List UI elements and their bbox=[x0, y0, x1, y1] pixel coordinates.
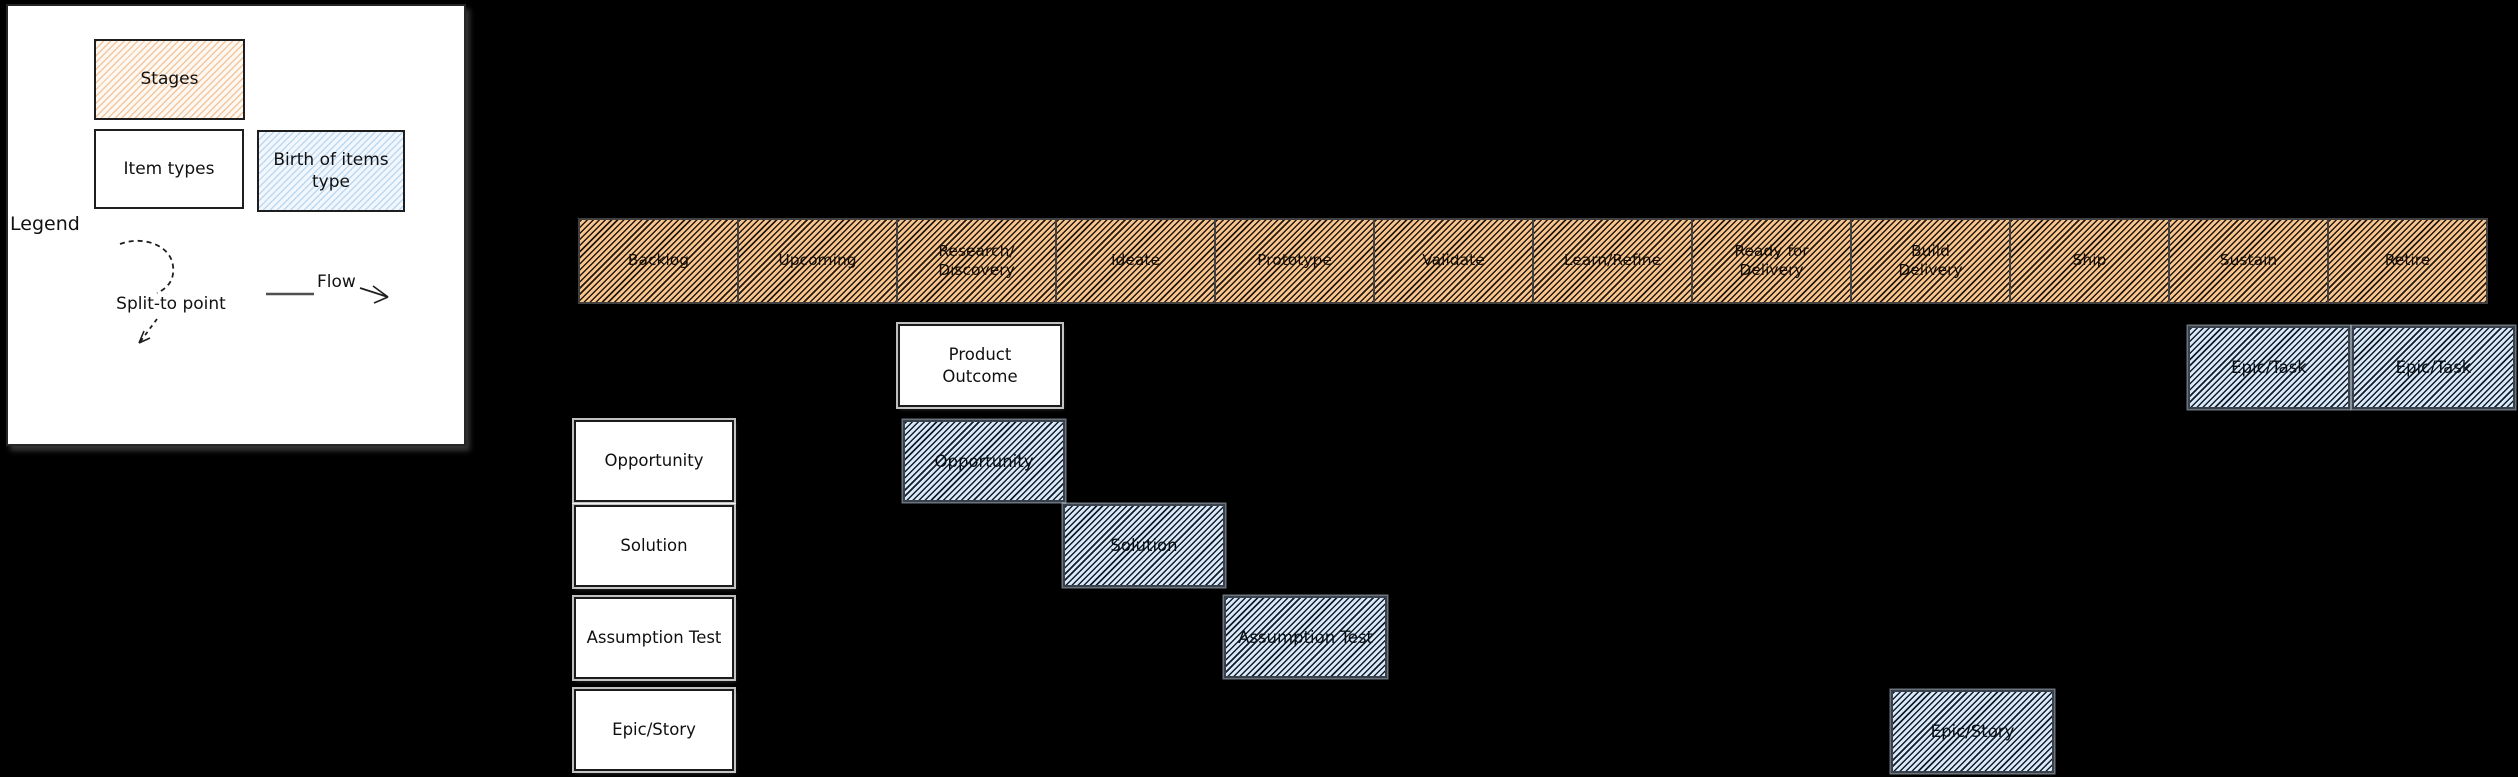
stage-ideate: Ideate bbox=[1055, 218, 1216, 304]
stage-build-delivery: Build Delivery bbox=[1850, 218, 2011, 304]
split-curve-icon bbox=[119, 239, 175, 294]
birth-box-solution: Solution bbox=[1063, 504, 1225, 587]
stage-retire: Retire bbox=[2327, 218, 2488, 304]
item-type-label-solution: Solution bbox=[574, 505, 734, 587]
birth-box-epic-story: Epic/Story bbox=[1891, 690, 2054, 773]
stage-prototype: Prototype bbox=[1214, 218, 1375, 304]
stage-upcoming: Upcoming bbox=[737, 218, 898, 304]
stage-label: Validate bbox=[1422, 251, 1485, 270]
legend-birth-box: Birth of items type bbox=[257, 130, 405, 212]
item-type-label-assumption-test: Assumption Test bbox=[574, 597, 734, 679]
stage-label: Research/ Discovery bbox=[938, 241, 1015, 279]
birth-box-epic-task-1: Epic/Task bbox=[2188, 326, 2350, 409]
item-type-label-epic-story: Epic/Story bbox=[574, 689, 734, 771]
birth-box-opportunity: Opportunity bbox=[903, 420, 1065, 502]
legend-panel: Stages Item types Birth of items type Le… bbox=[6, 4, 466, 446]
stage-label: Ideate bbox=[1110, 251, 1161, 270]
stage-row: Backlog Upcoming Research/ Discovery Ide… bbox=[578, 218, 2488, 304]
birth-box-assumption-test: Assumption Test bbox=[1224, 596, 1387, 678]
stage-label: Ready for Delivery bbox=[1734, 241, 1809, 279]
flow-label: Flow bbox=[317, 272, 356, 292]
legend-item-types-box: Item types bbox=[94, 129, 244, 209]
stage-label: Upcoming bbox=[778, 251, 857, 270]
split-to-point-label: Split-to point bbox=[116, 294, 226, 314]
stage-learn-refine: Learn/Refine bbox=[1532, 218, 1693, 304]
stage-label: Learn/Refine bbox=[1563, 251, 1662, 270]
legend-title: Legend bbox=[10, 213, 80, 235]
legend-item-types-label: Item types bbox=[123, 158, 215, 179]
flow-arrow-icon bbox=[266, 285, 389, 304]
stage-label: Backlog bbox=[627, 251, 690, 270]
stage-research-discovery: Research/ Discovery bbox=[896, 218, 1057, 304]
legend-stages-label: Stages bbox=[140, 69, 199, 90]
stage-label: Ship bbox=[2072, 251, 2107, 270]
legend-arrows-graphic bbox=[119, 239, 389, 344]
stage-label: Build Delivery bbox=[1898, 241, 1963, 279]
product-outcome-box: Product Outcome bbox=[898, 324, 1062, 407]
split-arrow-icon bbox=[138, 318, 158, 344]
birth-box-epic-task-2: Epic/Task bbox=[2352, 326, 2515, 409]
stage-label: Sustain bbox=[2219, 251, 2278, 270]
stage-ship: Ship bbox=[2009, 218, 2170, 304]
legend-stages-box: Stages bbox=[94, 39, 245, 120]
stage-ready-for-delivery: Ready for Delivery bbox=[1691, 218, 1852, 304]
stage-backlog: Backlog bbox=[578, 218, 739, 304]
item-type-label-opportunity: Opportunity bbox=[574, 420, 734, 502]
stage-sustain: Sustain bbox=[2168, 218, 2329, 304]
stage-label: Retire bbox=[2384, 251, 2431, 270]
legend-birth-label: Birth of items type bbox=[273, 149, 389, 192]
stage-validate: Validate bbox=[1373, 218, 1534, 304]
stage-label: Prototype bbox=[1257, 251, 1332, 270]
